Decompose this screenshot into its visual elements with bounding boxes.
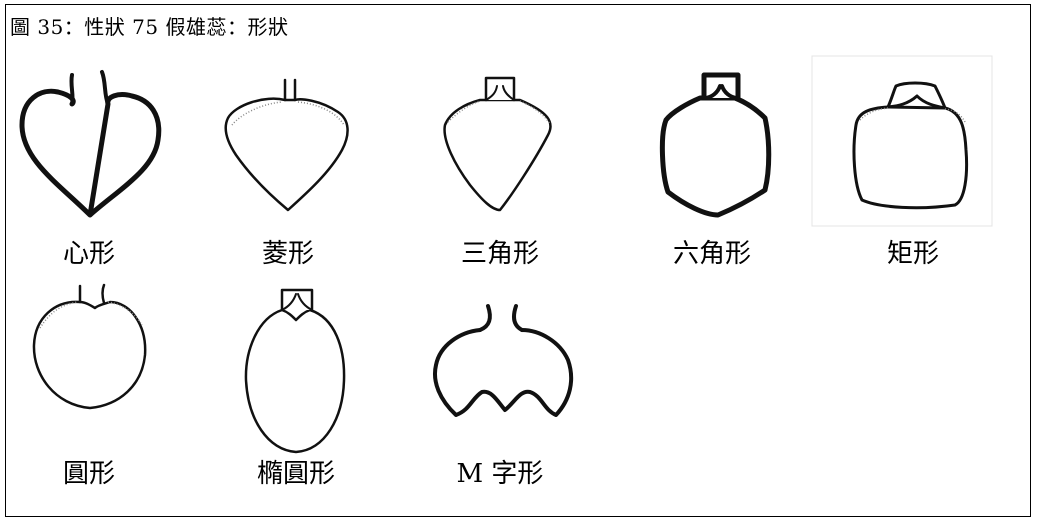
label-heart: 心形 <box>63 239 115 269</box>
shape-rhombus <box>224 78 349 212</box>
label-rhombus: 菱形 <box>262 239 314 269</box>
figure-caption: 圖 35：性狀 75 假雄蕊：形狀 <box>10 15 289 39</box>
label-hexagon: 六角形 <box>673 239 751 269</box>
label-circle: 圓形 <box>63 459 115 489</box>
label-ellipse: 橢圓形 <box>257 459 335 489</box>
shape-m <box>433 304 574 417</box>
shape-circle <box>32 283 147 410</box>
shape-triangle <box>443 76 552 212</box>
shape-ellipse <box>244 288 346 454</box>
label-m-shape: M 字形 <box>457 459 544 489</box>
label-rectangle: 矩形 <box>887 239 939 269</box>
shape-backdrop-panel <box>811 55 993 227</box>
figure-frame <box>5 4 1031 517</box>
shape-heart <box>19 70 162 218</box>
shape-hexagon <box>659 72 772 218</box>
label-triangle: 三角形 <box>461 239 539 269</box>
shape-rectangle <box>852 81 969 210</box>
